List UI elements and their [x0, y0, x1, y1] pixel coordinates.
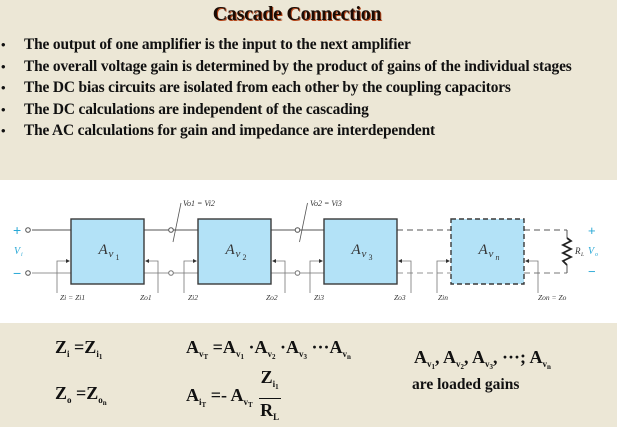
arrow-head-icon	[319, 259, 323, 263]
equation-voltage-gain: AvT =Av1 ·Av2 ·Av3 ···Avn	[186, 337, 351, 361]
block-gain-sub: v	[236, 248, 241, 260]
bullet-icon: •	[1, 80, 6, 95]
equation-loaded-gains: Av1, Av2, Av3, ···; Avn	[414, 347, 551, 371]
impedance-arrow	[274, 260, 286, 293]
amplifier-block	[197, 218, 272, 285]
terminal-node	[294, 270, 301, 276]
terminal-node	[168, 270, 174, 276]
impedance-arrow	[400, 260, 412, 293]
equation-zi: Zi =Zi1	[55, 337, 103, 361]
equation-zo: Zo =Zon	[55, 383, 107, 407]
arrow-head-icon	[145, 259, 149, 263]
input-minus: −	[13, 265, 21, 281]
bullet-item: •The overall voltage gain is determined …	[1, 57, 572, 75]
arrow-head-icon	[66, 259, 70, 263]
bullet-icon: •	[1, 123, 6, 138]
impedance-label: Zin	[438, 293, 448, 302]
node-voltage-label: Vo1 = Vi2	[183, 199, 215, 208]
output-voltage-sub: o	[595, 252, 598, 258]
bullet-item: •The output of one amplifier is the inpu…	[1, 36, 411, 53]
input-terminal	[25, 227, 31, 233]
bullet-item: •The DC calculations are independent of …	[1, 100, 369, 118]
amplifier-block	[450, 218, 525, 285]
block-gain-label: A	[225, 242, 236, 258]
input-voltage-sub: i	[21, 252, 23, 258]
amplifier-block	[323, 218, 398, 285]
output-minus: −	[588, 264, 596, 279]
block-gain-subsub: 2	[243, 253, 247, 262]
equations-panel: Zi =Zi1 Zo =Zon AvT =Av1 ·Av2 ·Av3 ···Av…	[0, 323, 617, 423]
load-resistor-icon	[560, 237, 574, 266]
amplifier-block	[70, 218, 145, 285]
bullet-icon: •	[1, 101, 6, 117]
block-gain-subsub: n	[496, 253, 500, 262]
impedance-arrow	[183, 260, 195, 293]
block-gain-label: A	[478, 242, 489, 258]
impedance-arrow	[147, 260, 159, 293]
input-terminal	[25, 270, 31, 276]
block-gain-sub: v	[109, 248, 114, 260]
load-label: R	[574, 246, 581, 256]
slide-title: Cascade Connection	[212, 3, 382, 25]
output-voltage-label: V	[588, 246, 596, 257]
input-voltage-label: V	[14, 246, 22, 257]
bullet-icon: •	[1, 58, 6, 74]
terminal-node	[168, 227, 174, 233]
node-voltage-label: Vo2 = Vi3	[310, 199, 342, 208]
node-slash	[299, 202, 308, 243]
impedance-label: Zi2	[188, 293, 198, 302]
impedance-label: Zo1	[140, 293, 152, 302]
bullet-icon: •	[1, 37, 6, 52]
block-gain-label: A	[351, 242, 362, 258]
block-gain-sub: v	[362, 248, 367, 260]
impedance-label: Zo3	[394, 293, 406, 302]
load-label-sub: L	[580, 252, 584, 258]
arrow-head-icon	[272, 259, 276, 263]
terminal-node	[294, 227, 301, 233]
input-plus: +	[13, 222, 21, 238]
bullet-list: •The output of one amplifier is the inpu…	[0, 35, 617, 143]
impedance-arrow	[309, 260, 321, 293]
output-plus: +	[588, 223, 596, 238]
bullet-item: •The DC bias circuits are isolated from …	[1, 79, 511, 96]
impedance-arrow	[436, 260, 448, 293]
block-gain-sub: v	[489, 248, 494, 260]
block-gain-label: A	[98, 242, 109, 258]
impedance-label: Zi = Zi1	[60, 293, 85, 302]
arrow-head-icon	[446, 259, 450, 263]
impedance-arrow	[527, 260, 539, 293]
node-slash	[172, 202, 182, 243]
impedance-label: Zi3	[314, 293, 324, 302]
impedance-arrow	[56, 260, 68, 293]
loaded-gains-note: are loaded gains	[412, 376, 520, 393]
impedance-label: Zon = Zo	[538, 293, 567, 302]
arrow-head-icon	[193, 259, 197, 263]
impedance-label: Zo2	[266, 293, 278, 302]
arrow-head-icon	[398, 259, 402, 263]
block-gain-subsub: 3	[369, 253, 373, 262]
bullet-item: •The AC calculations for gain and impeda…	[1, 122, 435, 139]
block-gain-subsub: 1	[116, 253, 120, 262]
arrow-head-icon	[525, 259, 529, 263]
